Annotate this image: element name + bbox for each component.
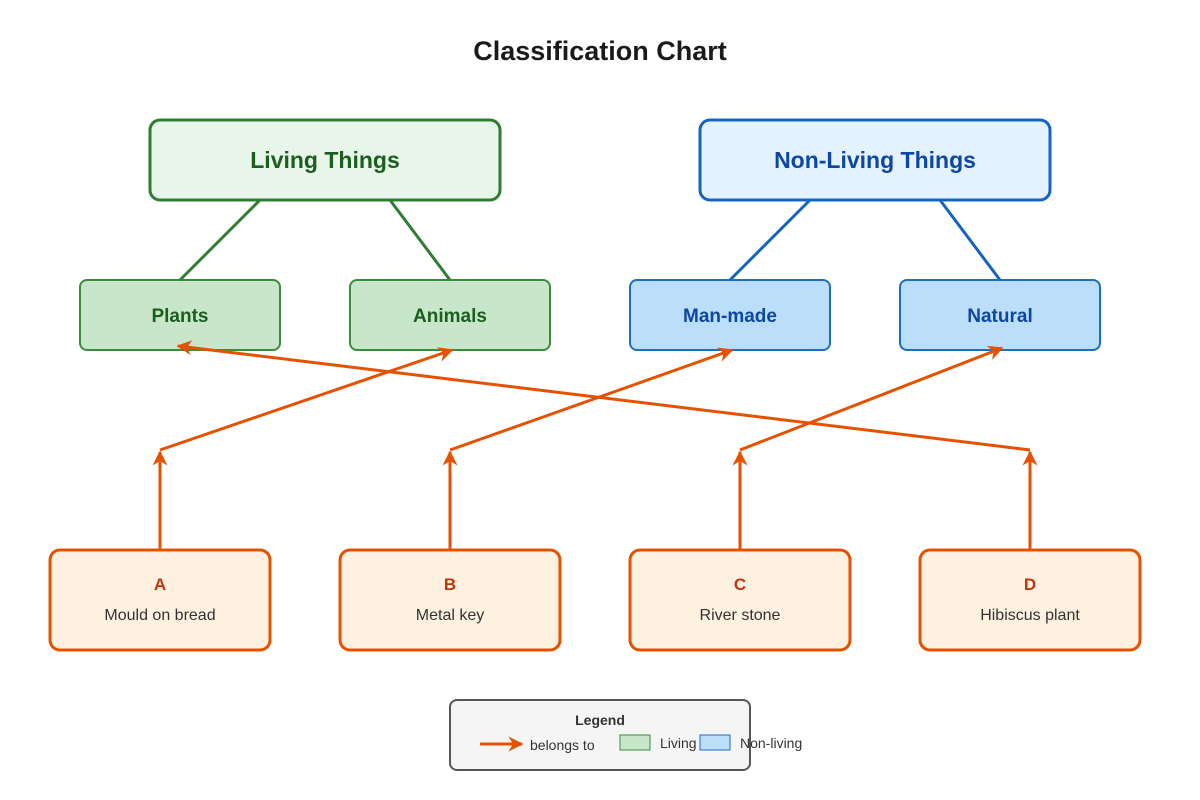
arrow-a-to-animals <box>159 347 454 452</box>
connector-living-plants <box>178 198 262 282</box>
category-living-label: Living Things <box>250 147 400 173</box>
category-living-things[interactable]: Living Things <box>148 118 502 202</box>
arrow-c-to-natural <box>739 345 1004 452</box>
item-d-box <box>918 548 1142 652</box>
arrow-d-to-plants <box>176 340 1031 452</box>
item-a[interactable]: A Mould on bread <box>48 548 272 652</box>
legend-non-living-swatch <box>699 734 731 751</box>
legend-arrow-label: belongs to <box>530 737 595 753</box>
legend: Legend belongs to Living Non-living <box>449 699 802 771</box>
legend-living-swatch <box>619 734 651 751</box>
item-c[interactable]: C River stone <box>628 548 852 652</box>
subcategory-animals-label: Animals <box>413 306 487 327</box>
connector-living-animals <box>388 199 452 281</box>
subcategory-man-made[interactable]: Man-made <box>629 279 831 351</box>
item-b[interactable]: B Metal key <box>338 548 562 652</box>
subcategory-natural[interactable]: Natural <box>899 279 1101 351</box>
item-a-letter: A <box>154 575 166 594</box>
subcategory-man-made-label: Man-made <box>683 306 777 327</box>
item-b-letter: B <box>444 575 456 594</box>
category-non-living-label: Non-Living Things <box>774 147 976 173</box>
subcategory-natural-label: Natural <box>967 306 1032 327</box>
subcategory-plants[interactable]: Plants <box>79 279 281 351</box>
legend-title: Legend <box>575 712 625 728</box>
item-a-name: Mould on bread <box>104 607 215 624</box>
item-d-name: Hibiscus plant <box>980 607 1080 624</box>
category-living-box <box>148 118 502 202</box>
connector-nonliving-manmade <box>728 198 812 282</box>
belongs-to-arrows <box>152 340 1038 550</box>
category-non-living-box <box>698 118 1052 202</box>
category-non-living-things[interactable]: Non-Living Things <box>698 118 1052 202</box>
connector-nonliving-natural <box>938 199 1002 281</box>
item-b-box <box>338 548 562 652</box>
item-c-letter: C <box>734 575 746 594</box>
legend-non-living-label: Non-living <box>740 735 802 751</box>
item-b-name: Metal key <box>416 607 484 624</box>
legend-living-label: Living <box>660 735 697 751</box>
page-title: Classification Chart <box>473 36 727 66</box>
arrow-b-to-man-made <box>449 347 734 452</box>
item-c-box <box>628 548 852 652</box>
item-c-name: River stone <box>700 607 781 624</box>
legend-box <box>449 699 751 771</box>
item-d[interactable]: D Hibiscus plant <box>918 548 1142 652</box>
item-a-box <box>48 548 272 652</box>
hierarchy-connectors <box>178 198 1002 282</box>
item-d-letter: D <box>1024 575 1036 594</box>
subcategory-plants-label: Plants <box>151 306 208 327</box>
subcategory-animals[interactable]: Animals <box>349 279 551 351</box>
